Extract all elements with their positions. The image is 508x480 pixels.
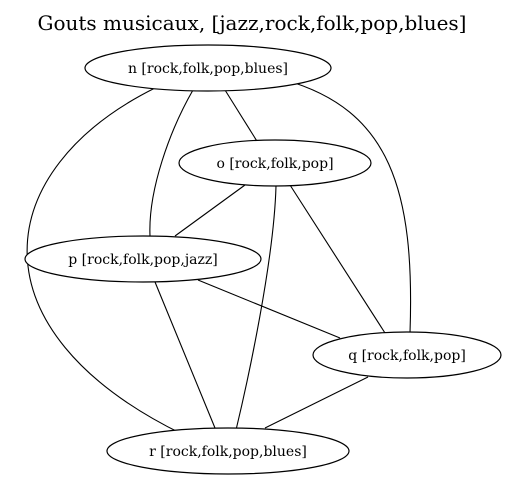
node-o-label: o [rock,folk,pop] <box>216 156 333 172</box>
node-n-label: n [rock,folk,pop,blues] <box>128 61 288 77</box>
edges <box>26 79 412 435</box>
node-p-label: p [rock,folk,pop,jazz] <box>68 252 218 268</box>
edge-n-o <box>224 89 261 147</box>
edge-o-r <box>235 185 277 431</box>
node-n-shape <box>84 44 332 92</box>
edge-p-r <box>154 281 216 429</box>
node-o[interactable]: o [rock,folk,pop] <box>178 139 372 187</box>
node-o-shape <box>178 139 372 187</box>
node-q-label: q [rock,folk,pop] <box>348 348 466 364</box>
node-r-shape <box>106 427 350 475</box>
node-q-shape <box>312 331 502 379</box>
edge-o-q <box>289 184 386 334</box>
edge-n-r <box>26 87 183 435</box>
node-q[interactable]: q [rock,folk,pop] <box>312 331 502 379</box>
node-p-shape <box>24 235 262 283</box>
node-n[interactable]: n [rock,folk,pop,blues] <box>84 44 332 92</box>
edge-n-p <box>149 89 194 237</box>
edge-n-q <box>284 79 412 334</box>
edge-o-p <box>174 184 246 237</box>
graph-title: Gouts musicaux, [jazz,rock,folk,pop,blue… <box>37 11 466 35</box>
node-r-label: r [rock,folk,pop,blues] <box>149 444 307 460</box>
node-p[interactable]: p [rock,folk,pop,jazz] <box>24 235 262 283</box>
edge-q-r <box>264 376 369 429</box>
edge-p-q <box>197 279 341 339</box>
node-r[interactable]: r [rock,folk,pop,blues] <box>106 427 350 475</box>
